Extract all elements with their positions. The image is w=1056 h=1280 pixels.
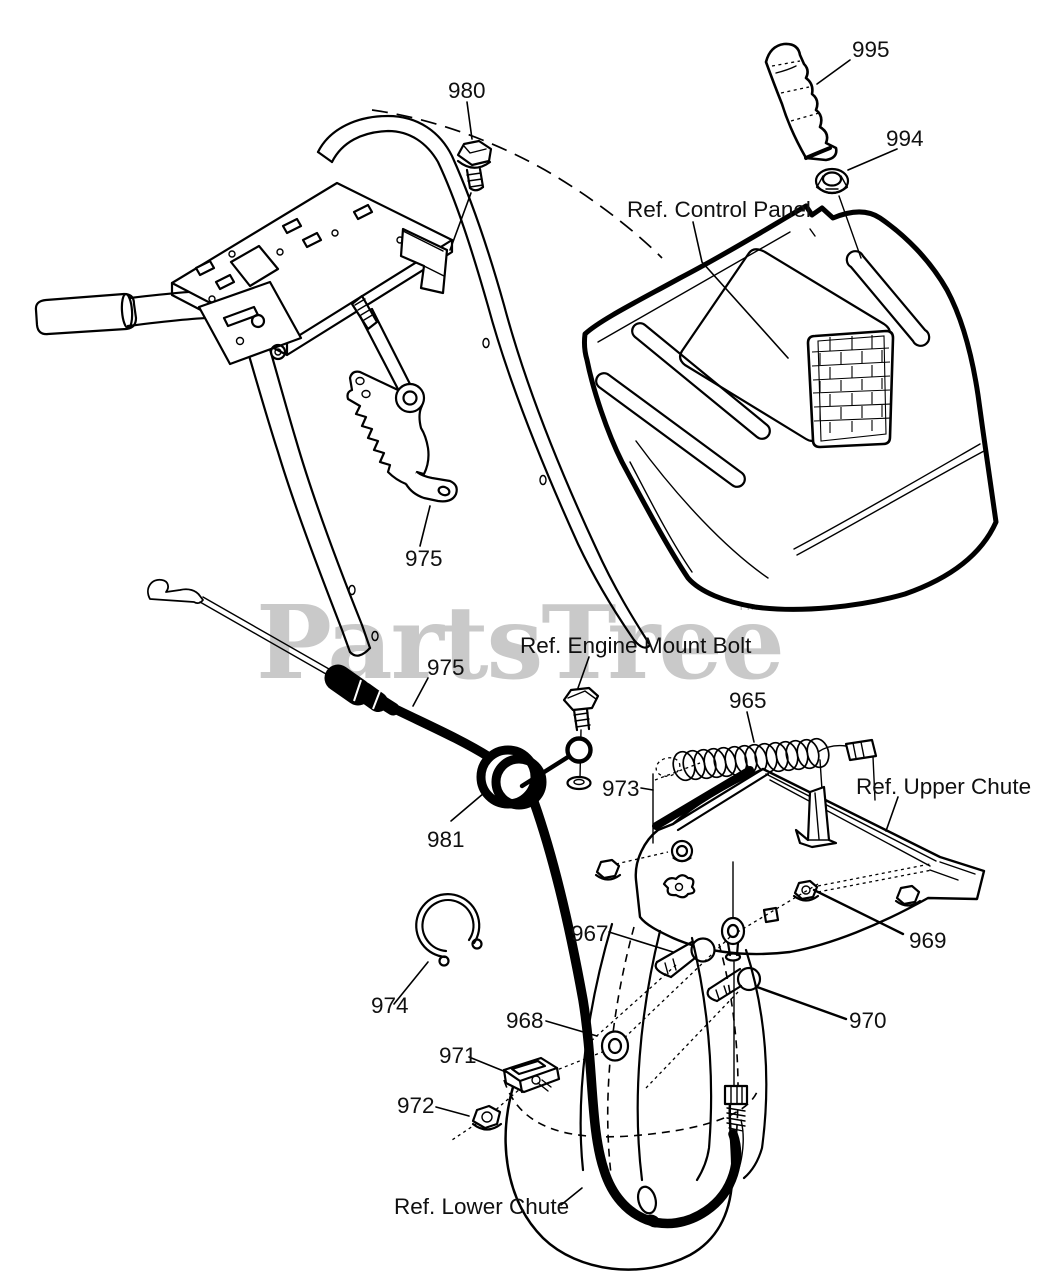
callout-967: 967 bbox=[571, 921, 609, 946]
ref-lower-chute: Ref. Lower Chute bbox=[394, 1194, 569, 1219]
reference-labels: Ref. Control Panel Ref. Engine Mount Bol… bbox=[394, 197, 1031, 1219]
ref-engine-mount-bolt: Ref. Engine Mount Bolt bbox=[520, 633, 752, 658]
handlebar-assembly bbox=[34, 114, 652, 657]
chute-crank-lever bbox=[346, 294, 458, 503]
handle-grip-left bbox=[34, 292, 138, 336]
carriage-bolt-967 bbox=[654, 937, 716, 979]
lower-chute bbox=[503, 1079, 758, 1271]
assembly-dashed-guide bbox=[371, 109, 663, 259]
eye-bolt bbox=[720, 916, 746, 962]
washer-968 bbox=[600, 1030, 630, 1062]
control-panel bbox=[581, 203, 999, 612]
panel-mount-plate bbox=[170, 181, 454, 366]
upper-chute-bracket bbox=[594, 767, 986, 1003]
leader-lines bbox=[393, 221, 905, 1206]
callout-968: 968 bbox=[506, 1008, 544, 1033]
callout-995: 995 bbox=[852, 37, 890, 62]
callout-965: 965 bbox=[729, 688, 767, 713]
callout-973: 973 bbox=[602, 776, 640, 801]
callout-971: 971 bbox=[439, 1043, 477, 1068]
callout-980: 980 bbox=[448, 78, 486, 103]
lever-nut-994 bbox=[814, 148, 898, 259]
chute-rod-973 bbox=[652, 766, 754, 830]
shift-pattern-grid bbox=[806, 329, 895, 449]
callout-974: 974 bbox=[371, 993, 409, 1018]
callout-975-lever: 975 bbox=[405, 546, 443, 571]
ref-control-panel: Ref. Control Panel bbox=[627, 197, 811, 222]
cable-eye-loop bbox=[565, 736, 593, 764]
engine-mount-bolt bbox=[562, 656, 600, 791]
callout-972: 972 bbox=[397, 1093, 435, 1118]
flange-bolt-980 bbox=[449, 101, 493, 251]
cable-adjuster bbox=[723, 961, 749, 1132]
chute-crank-cable bbox=[324, 664, 749, 1229]
callout-970: 970 bbox=[849, 1008, 887, 1033]
crank-handle-rod bbox=[147, 578, 337, 679]
callout-975-cable: 975 bbox=[427, 655, 465, 680]
callout-labels: 980 995 994 975 975 965 973 981 967 969 … bbox=[371, 37, 947, 1118]
shift-lever-grip-995 bbox=[764, 42, 851, 162]
callout-994: 994 bbox=[886, 126, 924, 151]
flange-nut-972 bbox=[471, 1104, 503, 1131]
fastener-axis-lines bbox=[451, 883, 819, 1141]
clip-971 bbox=[502, 1056, 561, 1094]
chute-neck bbox=[579, 922, 768, 1182]
snap-ring-974 bbox=[415, 893, 483, 967]
callout-981: 981 bbox=[427, 827, 465, 852]
hinge-bracket bbox=[399, 227, 449, 295]
callout-969: 969 bbox=[909, 928, 947, 953]
ref-upper-chute: Ref. Upper Chute bbox=[856, 774, 1031, 799]
